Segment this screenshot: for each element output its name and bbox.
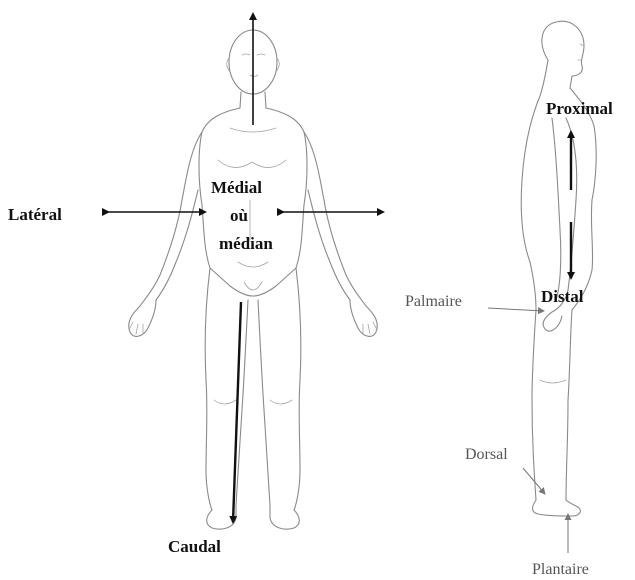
side-head [542, 21, 584, 88]
medial-label-line3: médian [219, 234, 273, 253]
distal-label: Distal [541, 287, 584, 306]
medial-label-line1: Médial [211, 178, 262, 197]
medial-label-line2: où [230, 206, 248, 225]
front-arm-right [304, 132, 366, 306]
dorsal-label: Dorsal [465, 446, 508, 463]
side-body-figure [521, 21, 596, 516]
front-arrows [108, 14, 383, 522]
side-arm [552, 118, 577, 312]
front-torso [199, 108, 307, 286]
front-arm-left [140, 132, 202, 306]
side-back-contour [521, 60, 548, 500]
palmaire-label: Palmaire [405, 293, 462, 310]
proximal-label: Proximal [546, 99, 613, 118]
front-leg-right [258, 268, 301, 510]
caudal-label: Caudal [168, 537, 221, 556]
plantaire-label: Plantaire [532, 561, 589, 578]
lateral-label: Latéral [8, 205, 62, 224]
